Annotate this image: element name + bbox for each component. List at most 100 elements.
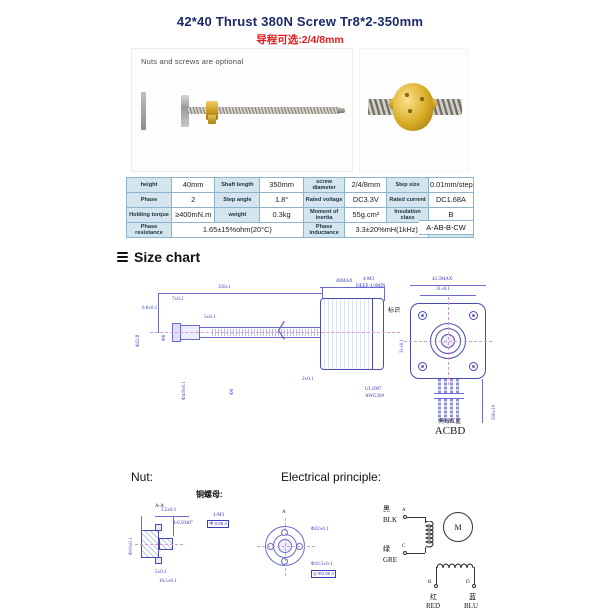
nut-face-hole: [281, 529, 288, 536]
spec-key: Step angle: [214, 192, 261, 208]
electrical-diagram: 黑 BLK 绿 GRE A C M B D 红 RED 蓝 BLU: [383, 500, 515, 610]
label-green-cn: 绿: [383, 546, 390, 553]
mounting-hole: [418, 362, 427, 371]
spec-key: Phase resistance: [126, 222, 172, 238]
closeup-nut-hole: [405, 93, 409, 97]
nut-drawing: A-A 3.5±0.1 4-0.5040° Φ10±0.1 5±0.1 10.5…: [125, 500, 375, 592]
table-row: Holding torque ≥400mN.m weight 0.3kg Mom…: [126, 207, 475, 223]
dim-line-width-max: [410, 285, 486, 286]
dim-label-5: 5±0.1: [155, 570, 167, 575]
wire-strand: [438, 379, 441, 423]
dim-label-chamfer: 4-0.5040°: [173, 521, 193, 526]
node-label-d: D: [466, 580, 470, 585]
dim-label-08: 0.8±0.1: [142, 306, 158, 311]
spec-key: weight: [214, 207, 261, 223]
motor-side-end-cap: [372, 298, 384, 370]
dim-label-dia-228: Φ22.8: [136, 334, 141, 347]
nut-section-title: Nut:: [131, 470, 154, 484]
coil-lead: [425, 547, 426, 553]
spec-value: 1.65±15%ohm(20°C): [171, 222, 304, 238]
label-wire-colors-cn: 黑绿红蓝: [438, 419, 461, 425]
node-label-a: A: [402, 508, 406, 513]
spec-value: 40mm: [170, 177, 216, 193]
dim-label-dia-8: Φ8: [230, 388, 235, 395]
terminal-node: [472, 584, 476, 588]
label-mark: 标识: [388, 308, 401, 314]
motor-body-photo: [145, 94, 183, 128]
technical-drawing: 350±1 40MAX 7±0.2 0.8±0.1 5±0.1 Φ22.8 Φ6…: [120, 275, 520, 465]
dim-label-dia-48: Φ4.8±0.1: [182, 381, 187, 400]
tolerance-box-bottom: ◎ Φ0.05 A: [311, 570, 337, 578]
spec-key: height: [126, 177, 172, 193]
nut-face-center-v: [285, 518, 286, 576]
wire-strand: [456, 379, 459, 423]
nut-closeup-photo: [359, 48, 469, 172]
spec-key: Phase: [126, 192, 172, 208]
mounting-hole: [469, 362, 478, 371]
wire-strand: [450, 379, 453, 423]
terminal-node: [434, 584, 438, 588]
dim-label-body-depth: 40MAX: [336, 279, 353, 284]
spec-key: Insulation class: [386, 207, 429, 223]
motor-symbol: M: [443, 512, 473, 542]
dim-label-105: 10.5±0.1: [159, 579, 177, 584]
nut-section-title-cn: 铜螺母:: [196, 490, 223, 499]
terminal-node: [403, 551, 407, 555]
coil-winding-1: [425, 521, 434, 548]
motor-side-view: [320, 298, 378, 370]
screw-tip-photo: [337, 108, 345, 113]
motor-front-plate-photo: [141, 92, 146, 130]
nut-center-line: [135, 544, 183, 545]
label-wire-gauge: AWG26#: [365, 394, 385, 399]
coil-lead: [425, 517, 426, 523]
spec-key: Moment of inertia: [302, 207, 346, 223]
closeup-nut-hole: [408, 109, 412, 113]
nut-face-center-h: [257, 546, 315, 547]
coil-winding-2: [436, 563, 474, 569]
label-black-cn: 黑: [383, 506, 390, 513]
spec-value: 350mm: [259, 177, 304, 193]
spec-key: screw diameter: [302, 177, 346, 193]
dim-label-screws: 4-M3: [363, 277, 375, 282]
lead-screw-photo: [188, 107, 340, 114]
center-line-front-v: [448, 297, 449, 385]
dim-label-wire-length: 500±10: [492, 404, 497, 420]
dim-label-dia-22: Φ22±0.1: [311, 527, 329, 532]
nut-ext-line-right: [173, 516, 174, 536]
dim-line-body-depth: [320, 287, 384, 288]
center-line-horizontal: [150, 332, 400, 333]
spec-key: Phase inductance: [302, 222, 346, 238]
nut-face-hole: [281, 558, 288, 565]
spec-key: Rated voltage: [302, 192, 346, 208]
dim-label-shaft-length: 350±1: [218, 285, 231, 290]
label-red-cn: 红: [430, 594, 437, 601]
spec-value: 3.3±20%mH(1kHz): [344, 222, 429, 238]
dim-label-35: 3.5±0.1: [161, 508, 177, 513]
ext-line-left: [158, 293, 159, 333]
ext-line-right: [322, 287, 323, 299]
spec-key: Rated current: [386, 192, 429, 208]
dim-label-2: 2±0.1: [302, 377, 314, 382]
spec-value: DC3.3V: [344, 192, 388, 208]
dim-label-7: 7±0.2: [172, 297, 184, 302]
lead-wire: [407, 553, 425, 554]
closeup-nut-body: [393, 83, 433, 131]
table-row: Phase 2 Step angle 1.8° Rated voltage DC…: [126, 192, 475, 208]
electrical-section-title: Electrical principle:: [281, 470, 382, 484]
spec-value: DC1.68A: [427, 192, 475, 208]
label-blue-en: BLU: [464, 602, 478, 610]
dim-line-35: [155, 516, 189, 517]
page-title: 42*40 Thrust 380N Screw Tr8*2-350mm: [176, 14, 424, 29]
spec-value: B: [427, 207, 475, 223]
spec-value: 0.3kg: [259, 207, 304, 223]
dim-line-shaft-length: [158, 293, 322, 294]
motor-wires: [434, 379, 464, 423]
product-photos: Nuts and screws are optional: [131, 48, 469, 172]
spec-value: 1.8°: [259, 192, 304, 208]
dim-line-wire-length: [482, 379, 483, 423]
wire-break-band: [434, 393, 464, 399]
spec-value: 2/4/8mm: [344, 177, 388, 193]
dim-label-5: 5±0.1: [204, 315, 216, 320]
brass-nut-photo: [206, 101, 218, 124]
